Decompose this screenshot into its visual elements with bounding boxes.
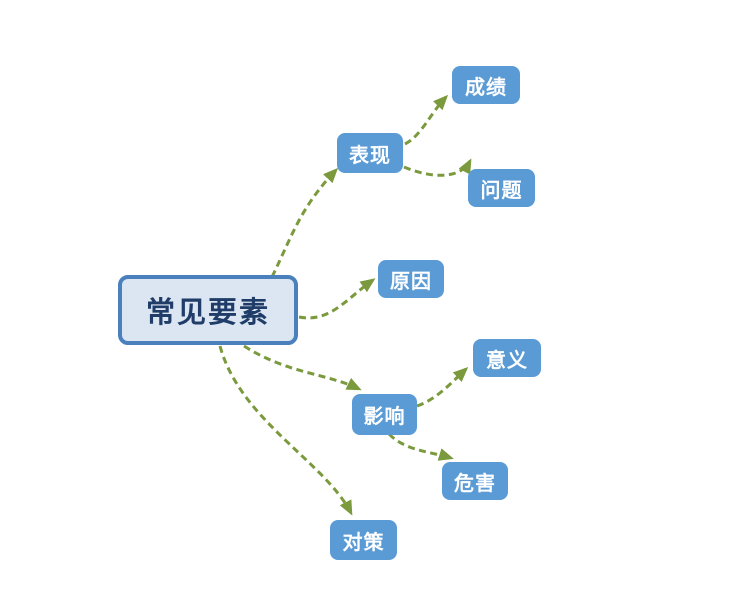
node-impact: 影响 — [352, 394, 417, 435]
node-impact-label: 影响 — [363, 404, 406, 428]
node-significance: 意义 — [473, 339, 541, 377]
node-harms-label: 危害 — [454, 470, 496, 495]
node-countermeasures-label: 对策 — [342, 529, 385, 554]
node-causes: 原因 — [378, 260, 444, 298]
edge-impact-to-harms — [387, 432, 454, 461]
node-harms: 危害 — [442, 462, 508, 500]
edge-root-to-countermeasures — [218, 345, 353, 516]
node-performance: 表现 — [337, 133, 403, 173]
node-problems-label: 问题 — [480, 177, 523, 202]
node-achievements-label: 成绩 — [465, 74, 507, 99]
node-performance-label: 表现 — [349, 142, 391, 167]
edge-impact-to-significance — [416, 366, 469, 408]
node-causes-label: 原因 — [390, 268, 432, 293]
root-node-common-elements: 常见要素 — [118, 275, 298, 345]
edge-root-to-impact — [243, 344, 362, 391]
root-node-label: 常见要素 — [145, 295, 270, 329]
edge-performance-to-achievements — [404, 94, 449, 146]
edge-performance-to-problems — [403, 158, 472, 177]
node-problems: 问题 — [468, 169, 535, 207]
node-achievements: 成绩 — [452, 66, 520, 104]
node-countermeasures: 对策 — [330, 520, 397, 560]
node-significance-label: 意义 — [486, 347, 528, 372]
edge-root-to-causes — [298, 278, 376, 320]
edge-root-to-performance — [270, 167, 339, 278]
